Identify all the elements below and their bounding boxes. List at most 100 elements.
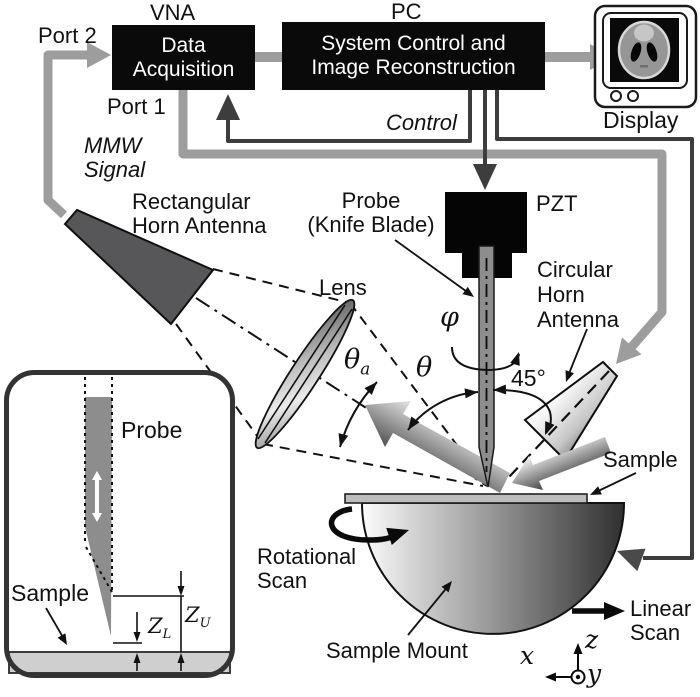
circular-horn-label: Circular Horn Antenna — [537, 257, 619, 332]
pzt-label: PZT — [536, 191, 578, 216]
vna-label: VNA — [150, 0, 196, 25]
zu-symbol: Z — [185, 603, 200, 627]
inset-border — [4, 370, 235, 678]
monitor-button-icon — [610, 90, 622, 102]
mmw-signal-label: MMW Signal — [84, 134, 145, 182]
control-line-to-vna — [226, 90, 472, 143]
lens-label: Lens — [319, 275, 367, 300]
theta-a-arrowhead-lower — [338, 433, 349, 447]
mmw-arrowhead-into-circular-horn — [616, 337, 642, 364]
sample-mount-hemisphere — [360, 502, 626, 635]
x-axis-arrowhead — [545, 672, 556, 682]
inset-probe-retracted-outline — [84, 377, 113, 593]
sample-slab — [344, 493, 588, 504]
inset-sample-pointer-line — [45, 607, 65, 640]
sample-label-arrowhead — [590, 486, 602, 495]
incident-beam-arrow — [512, 437, 611, 490]
port1-label: Port 1 — [107, 94, 166, 119]
inset-probe-label: Probe — [121, 417, 183, 443]
rectangular-horn-line2: Horn Antenna — [132, 213, 267, 238]
linear-scan-line1: Linear — [630, 596, 692, 621]
theta-a-label: θa — [344, 346, 371, 380]
pzt-block — [445, 192, 527, 278]
probe-sample-inset — [4, 370, 235, 678]
theta-a-symbol: θ — [344, 344, 361, 375]
port2-label: Port 2 — [38, 23, 97, 48]
theta-arc-arrowhead-right — [464, 388, 478, 399]
inset-sample-pointer-arrowhead — [57, 633, 67, 645]
pc-label: PC — [391, 0, 422, 24]
rectangular-horn-antenna-shape — [63, 208, 215, 326]
vna-box-line2: Acquisition — [132, 57, 235, 81]
pc-box-line2: Image Reconstruction — [311, 56, 516, 79]
probe-label-arrowhead — [462, 286, 474, 297]
display-label: Display — [603, 107, 679, 133]
zl-arrowhead-top — [133, 632, 141, 642]
mmw-signal-path-port1 — [178, 88, 667, 354]
vna-box-line1: Data — [161, 33, 206, 57]
circular-horn-axis-dashes — [508, 370, 610, 478]
rectangular-horn-label: Rectangular Horn Antenna — [132, 190, 267, 238]
zl-dimension-label: ZL — [148, 614, 171, 647]
deg45-arrowhead-left — [493, 384, 507, 395]
circular-horn-line3: Antenna — [537, 307, 619, 332]
x-axis-label: x — [520, 641, 535, 670]
probe-label-line2: (Knife Blade) — [307, 212, 435, 237]
pc-system-control-box: System Control and Image Reconstruction — [282, 22, 545, 90]
label-pointer-lines — [394, 239, 637, 636]
control-arrowhead-into-sample-mount — [617, 548, 646, 572]
z-axis-label: z — [585, 625, 599, 654]
vna-data-acquisition-box: Data Acquisition — [112, 25, 255, 90]
phantom-image-icon — [617, 20, 671, 80]
mmw-arrowhead-into-vna — [87, 42, 111, 68]
control-line-to-scanner — [495, 90, 694, 560]
phi-arc-arrowhead — [510, 352, 520, 366]
sample-label: Sample — [603, 447, 678, 472]
probe-knife-blade-label: Probe (Knife Blade) — [300, 189, 442, 237]
deg45-label: 45° — [511, 365, 546, 391]
control-arrowhead-into-pzt — [473, 164, 497, 190]
reflected-beam-arrow — [365, 401, 510, 493]
rectangular-horn-line1: Rectangular — [132, 189, 251, 214]
linear-scan-line2: Scan — [630, 620, 681, 645]
monitor-button-icon — [627, 90, 639, 102]
phi-label: φ — [440, 302, 459, 333]
z-axis-arrowhead — [573, 643, 583, 654]
y-axis-label: y — [587, 659, 602, 688]
lens-shape — [254, 298, 356, 450]
inset-travel-arrowhead-down — [92, 513, 102, 522]
zl-symbol: Z — [148, 614, 163, 638]
zl-subscript: L — [162, 627, 172, 643]
circular-horn-line1: Circular — [537, 257, 613, 282]
circular-horn-line2: Horn — [537, 282, 585, 307]
linear-scan-label: Linear Scan — [630, 597, 691, 645]
inset-travel-arrowhead-up — [92, 471, 102, 480]
mmw-signal-path-port2 — [43, 50, 92, 219]
rotational-scan-label: Rotational Scan — [257, 545, 356, 593]
theta-a-subscript: a — [360, 358, 371, 379]
theta-label: θ — [416, 352, 433, 383]
rotational-scan-line1: Rotational — [257, 544, 357, 569]
deg45-arrowhead-lower — [545, 421, 555, 435]
control-arrowhead-into-vna — [216, 94, 240, 120]
zu-dimension-label: ZU — [185, 603, 211, 636]
zl-arrowhead-bottom — [133, 653, 141, 663]
linear-scan-arrowhead — [604, 602, 625, 620]
rotational-scan-line2: Scan — [257, 568, 308, 593]
mmw-signal-line2: Signal — [84, 157, 146, 182]
zu-subscript: U — [199, 616, 211, 632]
mmw-signal-line1: MMW — [84, 133, 142, 158]
inset-sample-label: Sample — [11, 580, 89, 606]
sample-mount-label: Sample Mount — [326, 638, 468, 663]
pc-box-line1: System Control and — [321, 32, 506, 55]
zu-arrowhead-bottom — [177, 653, 185, 663]
circular-horn-label-arrowhead — [565, 370, 574, 382]
theta-arc-arrowhead-left — [408, 416, 420, 430]
control-label: Control — [386, 110, 457, 135]
probe-label-line1: Probe — [341, 188, 401, 213]
sample-mount-label-arrowhead — [441, 581, 452, 593]
theta-a-arrowhead-upper — [364, 382, 377, 395]
rotational-scan-arrowhead — [386, 527, 409, 546]
